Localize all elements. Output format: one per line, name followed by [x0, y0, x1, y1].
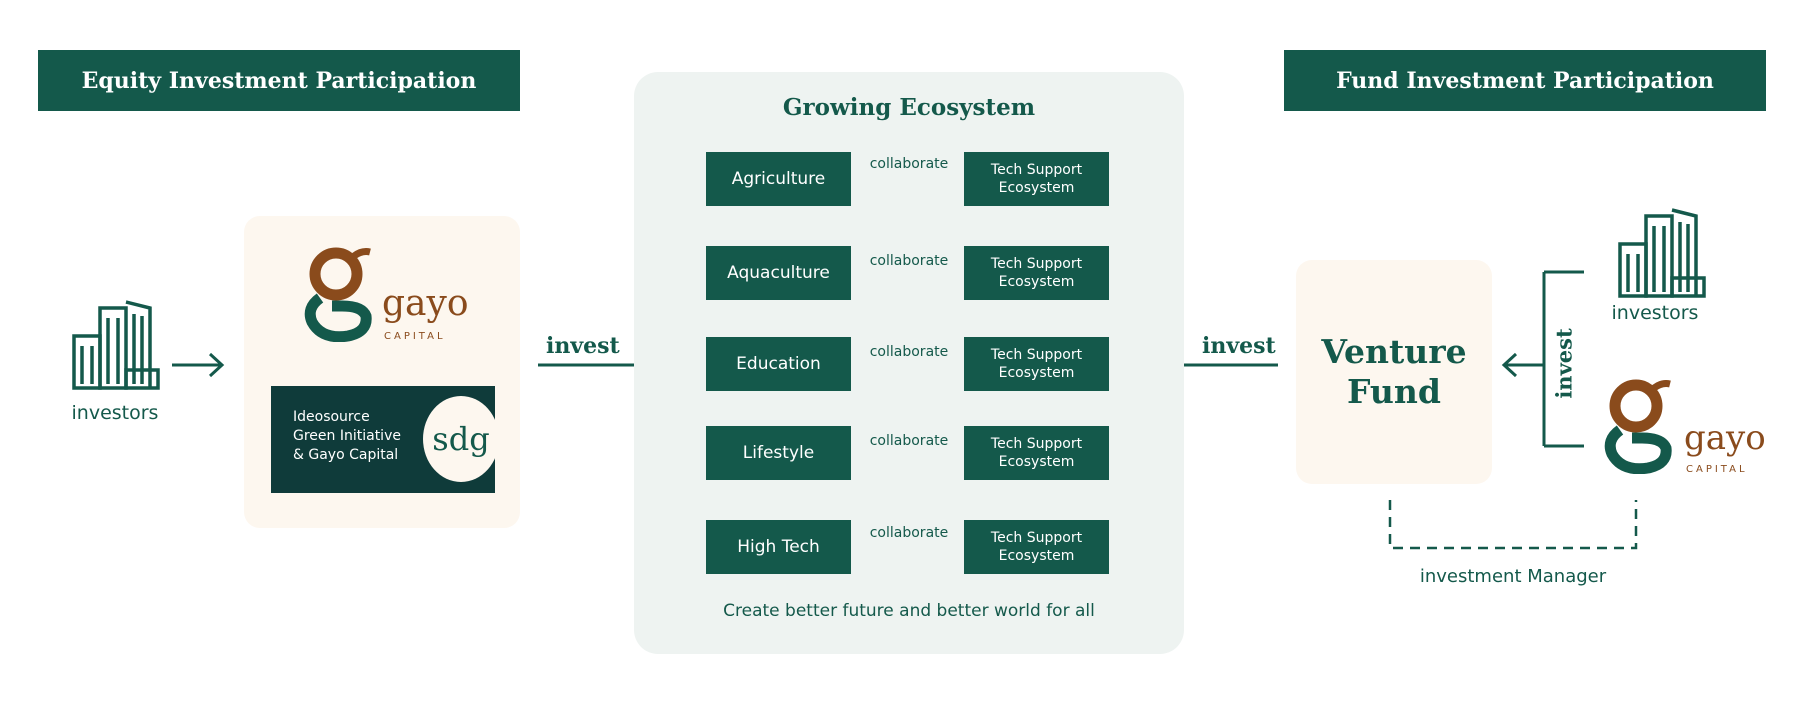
tech-support-box: Tech Support Ecosystem	[964, 337, 1109, 391]
venture-fund-line-2: Fund	[1347, 372, 1441, 411]
building-icon	[72, 300, 160, 390]
venture-fund-line-1: Venture	[1321, 332, 1467, 371]
collaborate-label: collaborate	[869, 253, 949, 269]
tech-support-box: Tech Support Ecosystem	[964, 152, 1109, 206]
collaborate-label: collaborate	[869, 156, 949, 172]
sdg-card: Ideosource Green Initiative & Gayo Capit…	[271, 386, 499, 493]
building-icon	[1618, 208, 1706, 298]
left-gayo-word: gayo	[382, 283, 469, 324]
sdg-text-3: & Gayo Capital	[293, 447, 399, 463]
ecosystem-tagline: Create better future and better world fo…	[723, 601, 1095, 621]
vertical-invest-label: invest	[1551, 328, 1577, 399]
venture-fund-card	[1296, 260, 1492, 484]
left-gayo-capital: CAPITAL	[384, 331, 446, 342]
sector-high-tech: High Tech	[706, 520, 851, 574]
sector-aquaculture: Aquaculture	[706, 246, 851, 300]
tech-support-box: Tech Support Ecosystem	[964, 520, 1109, 574]
right-investors-label: investors	[1611, 302, 1699, 324]
collaborate-label: collaborate	[869, 525, 949, 541]
gayo-logo-icon	[304, 247, 372, 342]
ecosystem-title: Growing Ecosystem	[782, 94, 1036, 121]
sector-lifestyle: Lifestyle	[706, 426, 851, 480]
sdg-logo: sdg	[423, 396, 499, 482]
sector-education: Education	[706, 337, 851, 391]
left-invest-label: invest	[546, 333, 620, 359]
left-investors-label: investors	[71, 402, 159, 424]
right-invest-label: invest	[1202, 333, 1276, 359]
sdg-text-1: Ideosource	[293, 409, 370, 425]
sdg-text-2: Green Initiative	[293, 428, 401, 444]
sector-agriculture: Agriculture	[706, 152, 851, 206]
fund-banner: Fund Investment Participation	[1284, 50, 1766, 111]
venture-fund-title: Venture Fund	[1296, 332, 1492, 412]
right-gayo-word: gayo	[1684, 418, 1766, 458]
right-gayo-capital: CAPITAL	[1686, 464, 1748, 475]
sdg-text: Ideosource Green Initiative & Gayo Capit…	[293, 408, 401, 465]
investment-manager-label: investment Manager	[1419, 566, 1607, 587]
equity-banner: Equity Investment Participation	[38, 50, 520, 111]
gayo-logo-icon	[1604, 379, 1672, 474]
collaborate-label: collaborate	[869, 344, 949, 360]
tech-support-box: Tech Support Ecosystem	[964, 426, 1109, 480]
collaborate-label: collaborate	[869, 433, 949, 449]
tech-support-box: Tech Support Ecosystem	[964, 246, 1109, 300]
